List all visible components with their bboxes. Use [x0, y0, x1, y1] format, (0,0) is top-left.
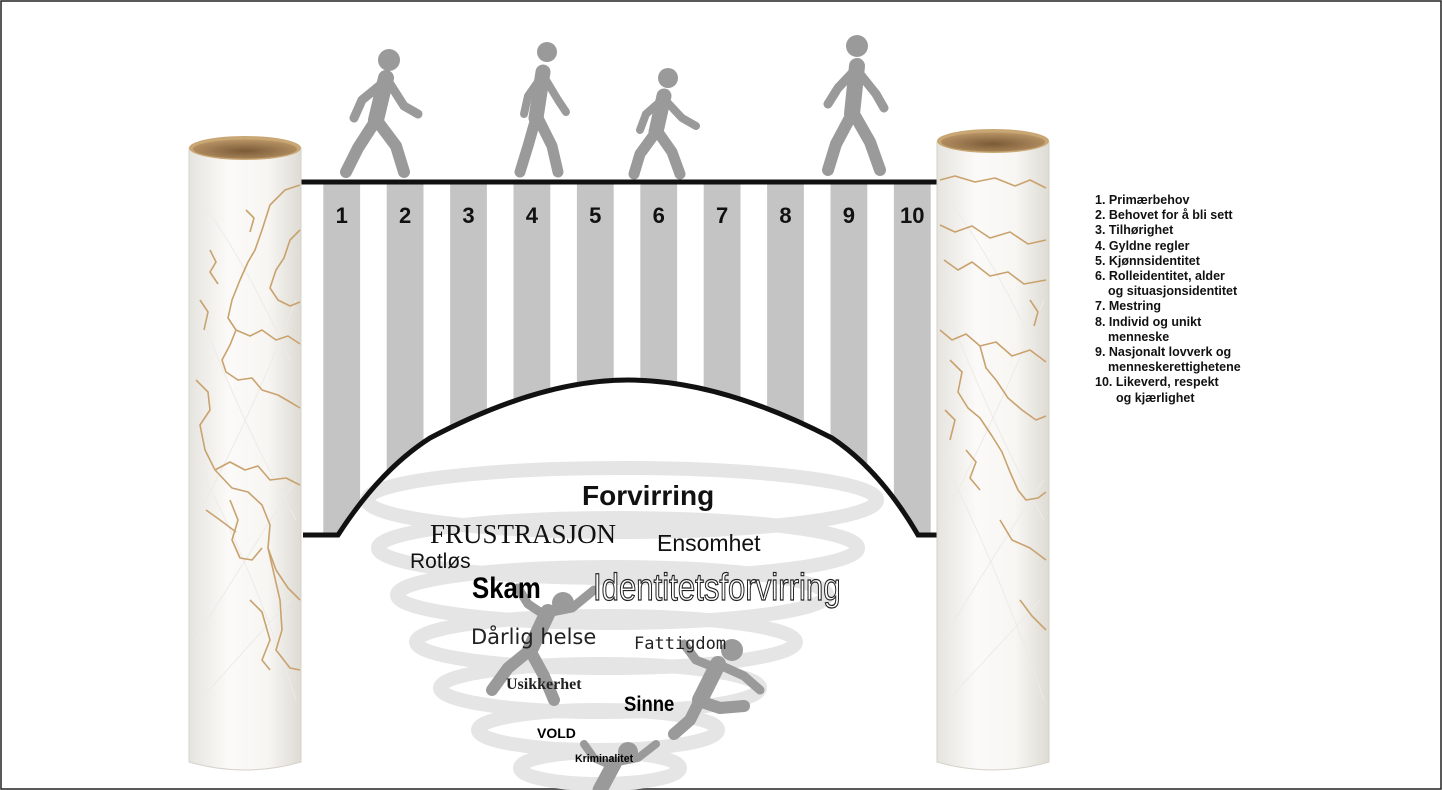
- bridge-arch: [303, 377, 937, 538]
- falling-person-icon: [580, 740, 660, 790]
- bridge-stripe-10: [893, 184, 931, 535]
- chaos-words: Forvirring FRUSTRASJON Ensomhet Rotløs S…: [410, 480, 841, 765]
- bridge-number-1: 1: [336, 203, 348, 228]
- legend-item-8: 8. Individ og unikt: [1095, 314, 1202, 329]
- word-usikkerhet: Usikkerhet: [506, 676, 582, 693]
- bridge-stripe-1: [323, 184, 361, 535]
- bridge-number-2: 2: [399, 203, 411, 228]
- legend-item-6: 6. Rolleidentitet, alder: [1095, 269, 1225, 284]
- world-map-icon: [195, 184, 301, 671]
- bridge-number-labels: 1 2 3 4 5 6 7 8 9 10: [336, 203, 925, 228]
- legend-item-9-continued: menneskerettighetene: [1108, 360, 1241, 375]
- bridge-number-3: 3: [462, 203, 474, 228]
- bridge-stripe-4: [513, 184, 551, 535]
- word-sinne: Sinne: [624, 693, 674, 716]
- walking-person-icon: [628, 68, 700, 180]
- world-map-icon: [939, 175, 1047, 631]
- legend-item-10-continued: og kjærlighet: [1116, 390, 1195, 405]
- word-fattigdom: Fattigdom: [634, 634, 726, 654]
- legend-item-7: 7. Mestring: [1095, 299, 1161, 314]
- word-ensomhet: Ensomhet: [657, 530, 761, 556]
- falling-person-icon: [486, 583, 599, 706]
- legend-item-5: 5. Kjønnsidentitet: [1095, 253, 1200, 268]
- bridge-number-7: 7: [716, 203, 728, 228]
- legend-item-1: 1. Primærbehov: [1095, 193, 1190, 207]
- left-pillar: [188, 136, 302, 771]
- bridge-number-10: 10: [900, 203, 924, 228]
- walking-person-icon: [340, 49, 423, 178]
- bridge-stripe-3: [450, 184, 487, 535]
- bridge-number-6: 6: [653, 203, 665, 228]
- word-forvirring: Forvirring: [582, 480, 714, 511]
- bridge-stripe-8: [767, 184, 804, 535]
- word-vold: VOLD: [537, 725, 576, 741]
- legend-list: 1. Primærbehov 2. Behovet for å bli sett…: [1095, 193, 1335, 406]
- word-identitetsforvirring: Identitetsforvirring: [593, 567, 841, 609]
- word-rotlos: Rotløs: [410, 550, 471, 573]
- walking-person-icon: [514, 42, 570, 178]
- legend-item-8-continued: menneske: [1108, 329, 1170, 344]
- bridge-structure: [300, 179, 940, 538]
- whirlwind-graphic: [360, 461, 884, 790]
- legend-item-9: 9. Nasjonalt lovverk og: [1095, 345, 1232, 360]
- legend-item-4: 4. Gyldne regler: [1095, 238, 1190, 253]
- bridge-number-5: 5: [589, 203, 601, 228]
- right-pillar: [936, 129, 1050, 771]
- falling-person-icon: [668, 639, 765, 740]
- word-skam: Skam: [472, 571, 541, 604]
- word-darlig-helse: Dårlig helse: [471, 624, 596, 649]
- legend-item-3: 3. Tilhørighet: [1095, 223, 1174, 238]
- bridge-number-9: 9: [843, 203, 855, 228]
- legend-item-10: 10. Likeverd, respekt: [1095, 375, 1219, 390]
- word-kriminalitet: Kriminalitet: [575, 753, 633, 765]
- bridge-number-8: 8: [779, 203, 791, 228]
- legend-item-2: 2. Behovet for å bli sett: [1095, 208, 1233, 223]
- word-frustrasjon: FRUSTRASJON: [430, 519, 616, 549]
- bridge-number-4: 4: [526, 203, 539, 228]
- legend-item-6-continued: og situasjonsidentitet: [1108, 284, 1238, 299]
- walking-person-icon: [822, 35, 889, 176]
